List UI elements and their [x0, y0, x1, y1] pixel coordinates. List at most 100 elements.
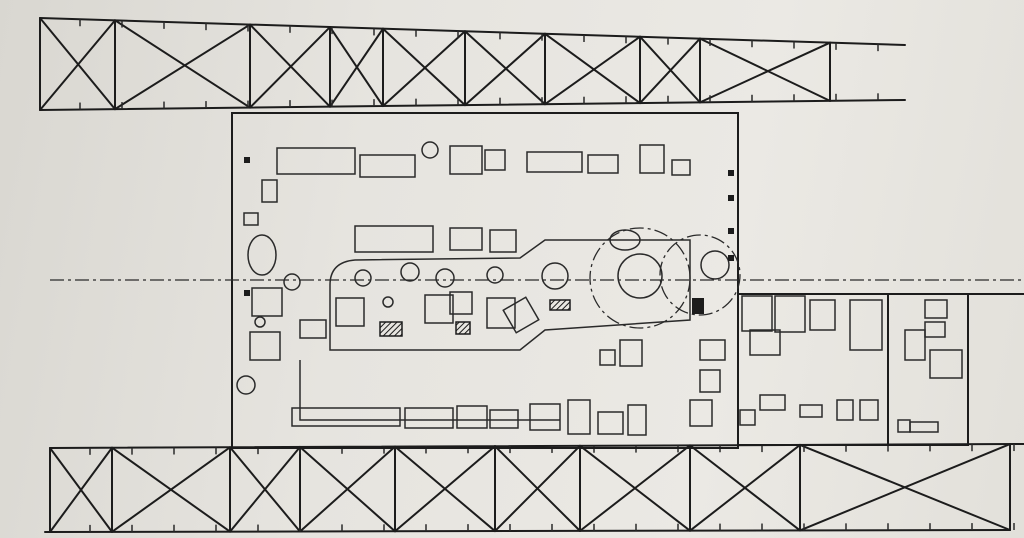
equipment-block [354, 225, 434, 253]
equipment-block [456, 405, 488, 429]
equipment-layout [236, 141, 963, 436]
equipment-block [809, 299, 836, 331]
top-truss-diagonal [382, 30, 466, 108]
top-truss-diagonal [114, 19, 251, 109]
equipment-block [567, 399, 591, 435]
top-truss-diagonal [249, 23, 331, 108]
rotated-equipment-block [502, 296, 540, 334]
equipment-block [759, 394, 786, 411]
top-truss-diagonal [249, 26, 331, 109]
round-equipment [541, 262, 569, 290]
top-truss-diagonal [114, 23, 251, 111]
equipment-block [897, 419, 911, 433]
tank-outline [609, 229, 641, 251]
top-truss-diagonal [464, 30, 546, 106]
equipment-block [251, 287, 283, 317]
equipment-block [739, 409, 756, 426]
equipment-block [904, 329, 926, 361]
equipment-block [276, 147, 356, 175]
hatched-block [549, 299, 571, 311]
equipment-block [924, 321, 946, 338]
equipment-block [587, 154, 619, 174]
equipment-block [749, 329, 781, 356]
tank-outline [247, 234, 277, 276]
round-equipment [400, 262, 420, 282]
equipment-block [484, 149, 506, 171]
process-line-outline [329, 239, 691, 351]
top-truss-diagonal [699, 41, 831, 104]
swing-radius-circle [589, 227, 691, 329]
equipment-block [449, 291, 473, 315]
equipment-block [699, 339, 726, 361]
equipment-block [529, 403, 561, 431]
equipment-block [489, 409, 519, 429]
equipment-block [774, 295, 806, 333]
equipment-block [627, 404, 647, 436]
round-equipment [617, 253, 663, 299]
equipment-block [359, 154, 416, 178]
hatched-block [455, 321, 471, 335]
bottom-truss-bottom-chord [44, 529, 1011, 533]
bottom-truss-diagonal [229, 445, 301, 533]
bottom-truss-diagonal [579, 444, 691, 532]
top-truss-diagonal [329, 27, 384, 108]
top-truss-diagonal [544, 35, 641, 106]
round-equipment [254, 316, 266, 328]
top-truss-diagonal [544, 32, 641, 105]
top-truss-diagonal [699, 37, 831, 102]
equipment-block [741, 295, 773, 332]
column-marker [728, 170, 734, 176]
swing-radius-circle [659, 234, 741, 316]
equipment-block [335, 297, 365, 327]
column-marker [728, 228, 734, 234]
top-truss-bottom-chord [39, 99, 906, 111]
bottom-truss [44, 443, 1024, 533]
round-equipment [236, 375, 256, 395]
equipment-block [619, 339, 643, 367]
round-equipment [435, 268, 455, 288]
top-truss-top-chord [39, 17, 906, 46]
equipment-block [909, 421, 939, 433]
round-equipment [700, 250, 730, 280]
bottom-truss-diagonal [49, 446, 113, 533]
filled-post [692, 298, 704, 314]
equipment-block [424, 294, 454, 324]
equipment-block [799, 404, 823, 418]
equipment-block [836, 399, 854, 421]
equipment-block [599, 349, 616, 366]
column-marker [728, 195, 734, 201]
top-truss [39, 17, 906, 111]
equipment-block [849, 299, 883, 351]
bottom-truss-diagonal [689, 443, 801, 532]
equipment-block [249, 331, 281, 361]
bottom-truss-diagonal [111, 446, 231, 533]
equipment-block [671, 159, 691, 176]
building-outline [50, 112, 1024, 449]
round-equipment [382, 296, 394, 308]
top-truss-diagonal [39, 19, 116, 111]
equipment-block [261, 179, 278, 203]
column-marker [244, 157, 250, 163]
column-marker [244, 290, 250, 296]
round-equipment [354, 269, 372, 287]
top-truss-diagonal [39, 17, 116, 111]
equipment-block [597, 411, 624, 435]
column-marker [728, 255, 734, 261]
equipment-block [489, 229, 517, 253]
bottom-truss-diagonal [494, 444, 581, 533]
round-equipment [283, 273, 301, 291]
equipment-block [299, 319, 327, 339]
equipment-block [291, 407, 401, 427]
equipment-block [929, 349, 963, 379]
equipment-block [486, 297, 516, 329]
round-equipment [421, 141, 439, 159]
top-truss-diagonal [382, 27, 466, 107]
equipment-block [689, 399, 713, 427]
equipment-block [243, 212, 259, 226]
top-truss-diagonal [464, 32, 546, 107]
equipment-block [924, 299, 948, 319]
equipment-block [526, 151, 583, 173]
equipment-block [449, 227, 483, 251]
